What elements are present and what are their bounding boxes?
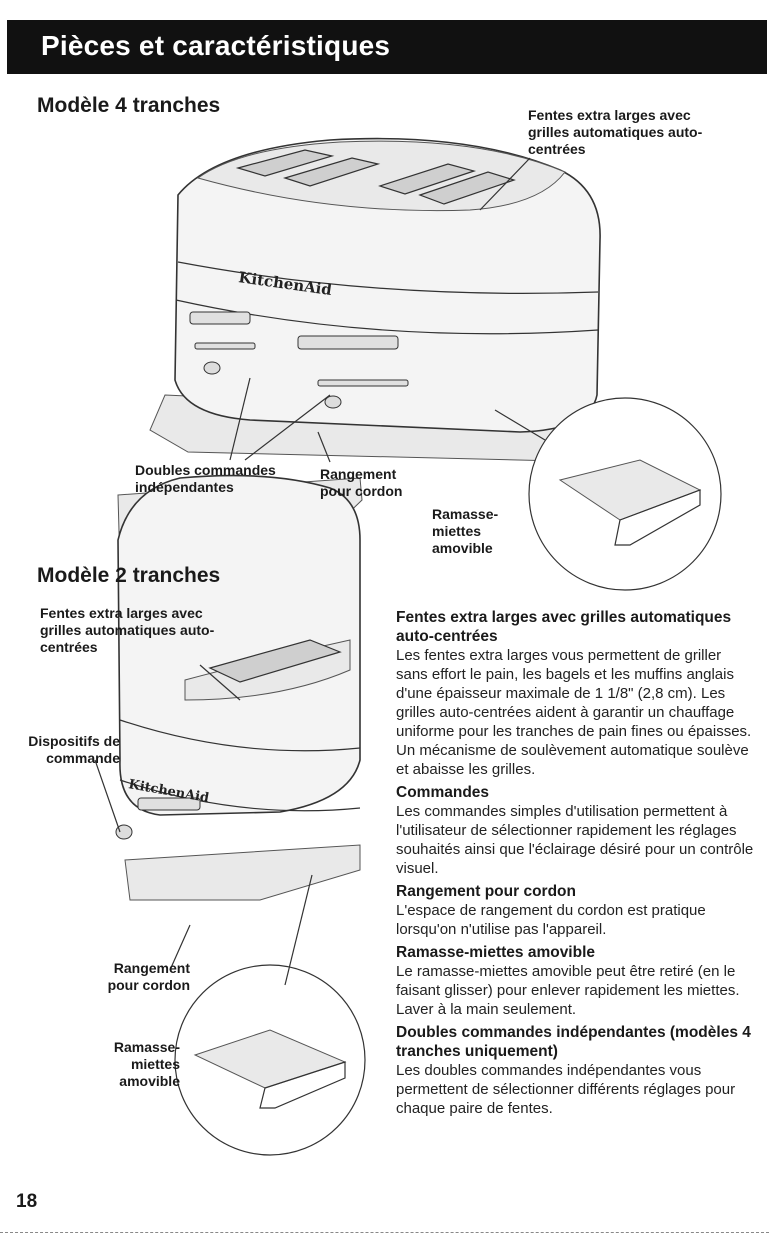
feature-descriptions: Fentes extra larges avec grilles automat… bbox=[396, 604, 756, 1121]
footer-divider bbox=[0, 1232, 769, 1233]
feature-heading: Commandes bbox=[396, 784, 490, 801]
model4-dual-controls-label: Doubles commandes indépendantes bbox=[135, 462, 276, 495]
page-title: Pièces et caractéristiques bbox=[41, 30, 391, 61]
model2-crumb-tray-label: Ramasse- miettes amovible bbox=[113, 1039, 180, 1089]
feature-crumb-tray: Ramasse-miettes amovible Le ramasse-miet… bbox=[396, 943, 756, 1019]
feature-text: L'espace de rangement du cordon est prat… bbox=[396, 902, 706, 938]
feature-cord-storage: Rangement pour cordon L'espace de rangem… bbox=[396, 882, 756, 939]
feature-heading: Rangement pour cordon bbox=[396, 883, 576, 900]
toaster-brand-logo: KitchenAid bbox=[237, 268, 333, 299]
feature-controls: Commandes Les commandes simples d'utilis… bbox=[396, 783, 756, 878]
feature-heading: Ramasse-miettes amovible bbox=[396, 944, 596, 961]
model2-controls-label: Dispositifs de commande bbox=[28, 733, 120, 766]
header-banner: Pièces et caractéristiques bbox=[7, 20, 767, 74]
feature-text: Les fentes extra larges vous permettent … bbox=[396, 647, 752, 778]
feature-text: Les commandes simples d'utilisation perm… bbox=[396, 803, 754, 877]
model4-cord-storage-label: Rangement pour cordon bbox=[320, 466, 403, 499]
model2-slots-label: Fentes extra larges avec grilles automat… bbox=[40, 605, 215, 655]
feature-slots: Fentes extra larges avec grilles automat… bbox=[396, 608, 756, 779]
feature-dual-controls: Doubles commandes indépendantes (modèles… bbox=[396, 1023, 756, 1118]
model4-slots-label: Fentes extra larges avec grilles automat… bbox=[528, 107, 703, 157]
model2-cord-storage-label: Rangement pour cordon bbox=[107, 960, 190, 993]
model4-heading: Modèle 4 tranches bbox=[37, 94, 221, 117]
feature-text: Les doubles commandes indépendantes vous… bbox=[396, 1062, 736, 1117]
model4-crumb-tray-label: Ramasse- miettes amovible bbox=[432, 506, 499, 556]
model2-heading: Modèle 2 tranches bbox=[37, 564, 221, 587]
feature-text: Le ramasse-miettes amovible peut être re… bbox=[396, 963, 740, 1018]
toaster-brand-logo: KitchenAid bbox=[127, 777, 210, 806]
page-number: 18 bbox=[16, 1191, 38, 1212]
feature-heading: Doubles commandes indépendantes (modèles… bbox=[396, 1024, 751, 1060]
feature-heading: Fentes extra larges avec grilles automat… bbox=[396, 609, 732, 645]
